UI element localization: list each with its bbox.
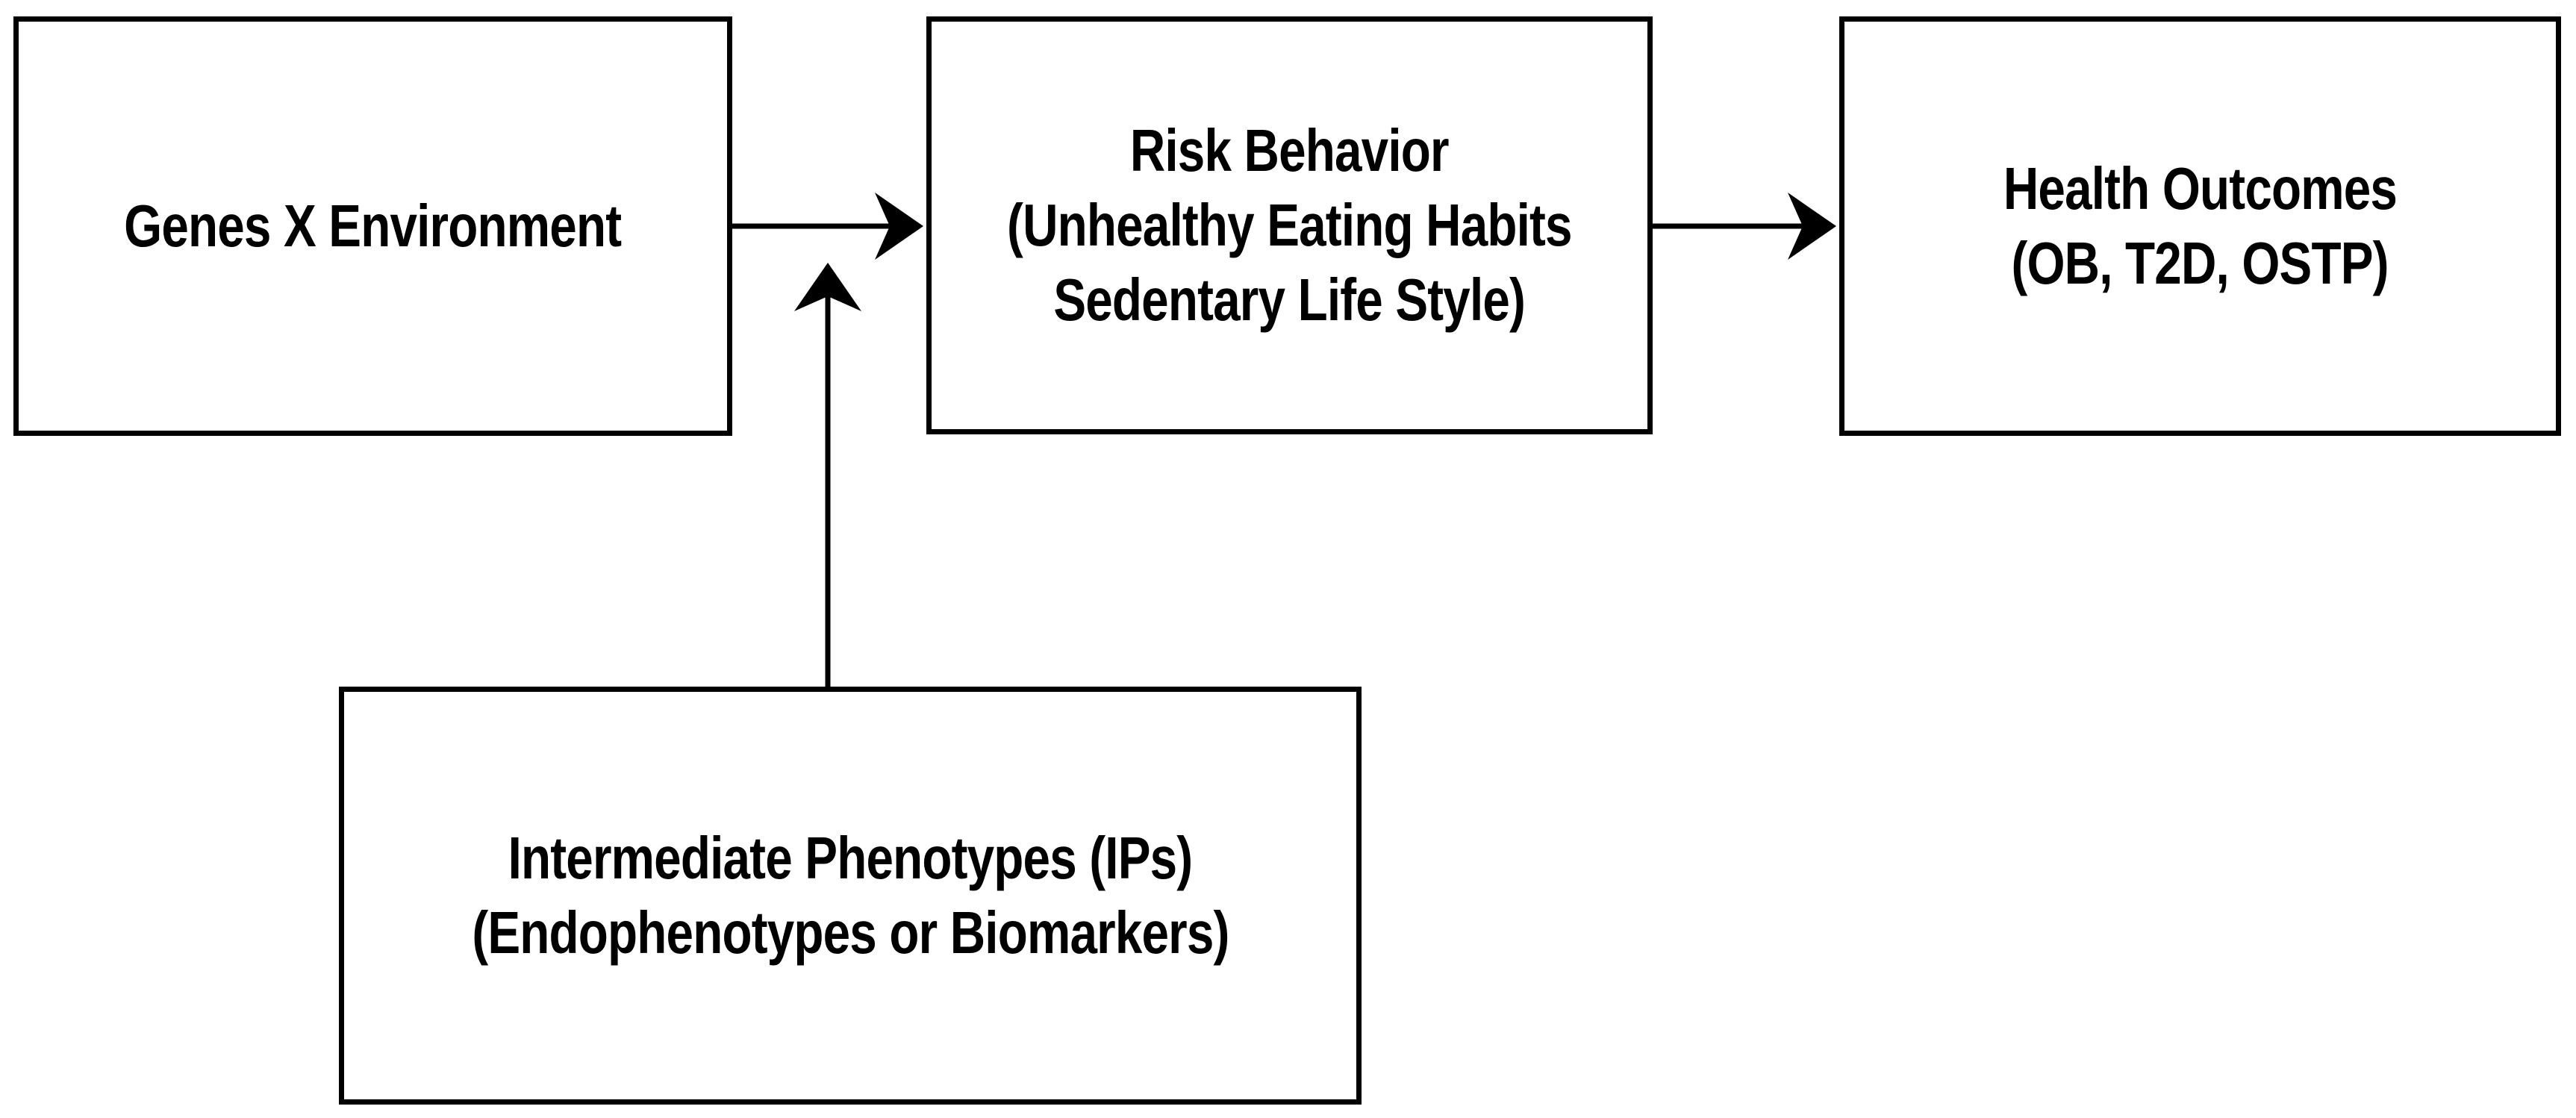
health-outcomes-box: Health Outcomes (OB, T2D, OSTP): [1839, 16, 2561, 436]
arrow-genes-to-risk-head: [875, 193, 923, 260]
risk-behavior-line-3: Sedentary Life Style): [1053, 266, 1526, 333]
genes-environment-box: Genes X Environment: [13, 16, 732, 436]
risk-behavior-box: Risk Behavior (Unhealthy Eating Habits S…: [926, 16, 1653, 434]
risk-behavior-title: Risk Behavior: [1130, 117, 1450, 184]
intermediate-phenotypes-line-2: (Endophenotypes or Biomarkers): [471, 899, 1229, 966]
arrow-phenotypes-up-head: [794, 263, 861, 311]
risk-behavior-line-2: (Unhealthy Eating Habits: [1007, 192, 1572, 258]
health-outcomes-line-2: (OB, T2D, OSTP): [2011, 230, 2389, 296]
arrow-risk-to-health-head: [1788, 193, 1836, 260]
intermediate-phenotypes-title: Intermediate Phenotypes (IPs): [508, 825, 1194, 891]
health-outcomes-title: Health Outcomes: [2003, 155, 2398, 222]
intermediate-phenotypes-box: Intermediate Phenotypes (IPs) (Endopheno…: [339, 687, 1362, 1105]
genes-environment-label: Genes X Environment: [124, 193, 622, 259]
